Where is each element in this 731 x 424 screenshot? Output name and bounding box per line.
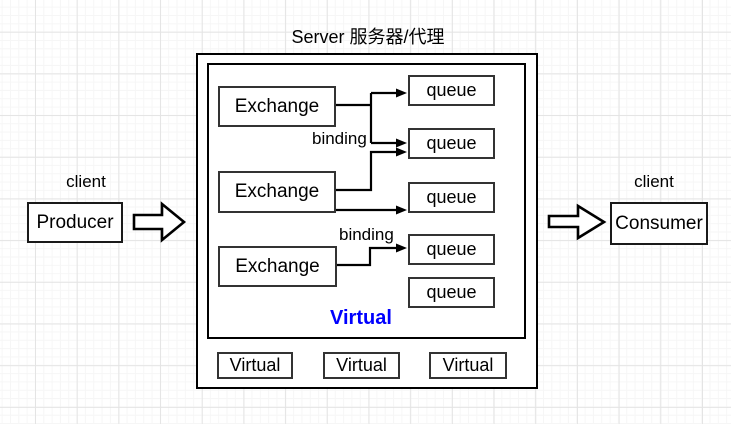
queue-node-5[interactable]: queue <box>408 277 495 308</box>
queue-label: queue <box>426 133 477 153</box>
queue-node-4[interactable]: queue <box>408 234 495 265</box>
virtual-node-label: Virtual <box>442 355 494 375</box>
binding-label-2: binding <box>338 225 395 245</box>
exchange-label: Exchange <box>234 181 320 202</box>
consumer-label: Consumer <box>615 212 703 234</box>
queue-label: queue <box>426 80 477 100</box>
virtual-node-label: Virtual <box>229 355 281 375</box>
queue-label: queue <box>426 282 477 302</box>
server-to-consumer-arrow[interactable] <box>547 203 607 241</box>
producer-label: Producer <box>36 211 114 233</box>
exchange-node-1[interactable]: Exchange <box>218 86 336 127</box>
queue-label: queue <box>426 239 477 259</box>
virtual-node-1[interactable]: Virtual <box>217 352 293 379</box>
virtual-node-label: Virtual <box>336 355 387 375</box>
virtual-host-label: Virtual <box>330 307 392 329</box>
client-label-left: client <box>66 172 106 191</box>
queue-node-1[interactable]: queue <box>408 75 495 106</box>
queue-label: queue <box>426 187 477 207</box>
exchange-node-2[interactable]: Exchange <box>218 171 336 213</box>
queue-node-2[interactable]: queue <box>408 128 495 159</box>
exchange-label: Exchange <box>234 95 320 117</box>
virtual-node-3[interactable]: Virtual <box>429 352 507 379</box>
exchange-label: Exchange <box>235 255 320 277</box>
producer-to-server-arrow[interactable] <box>132 201 187 243</box>
binding-label-1: binding <box>311 129 368 149</box>
exchange-node-3[interactable]: Exchange <box>218 246 337 287</box>
queue-node-3[interactable]: queue <box>408 182 495 213</box>
server-title: Server 服务器/代理 <box>291 27 445 47</box>
virtual-node-2[interactable]: Virtual <box>323 352 400 379</box>
producer-node[interactable]: Producer <box>27 202 123 243</box>
client-label-right: client <box>634 172 674 191</box>
consumer-node[interactable]: Consumer <box>610 202 708 245</box>
